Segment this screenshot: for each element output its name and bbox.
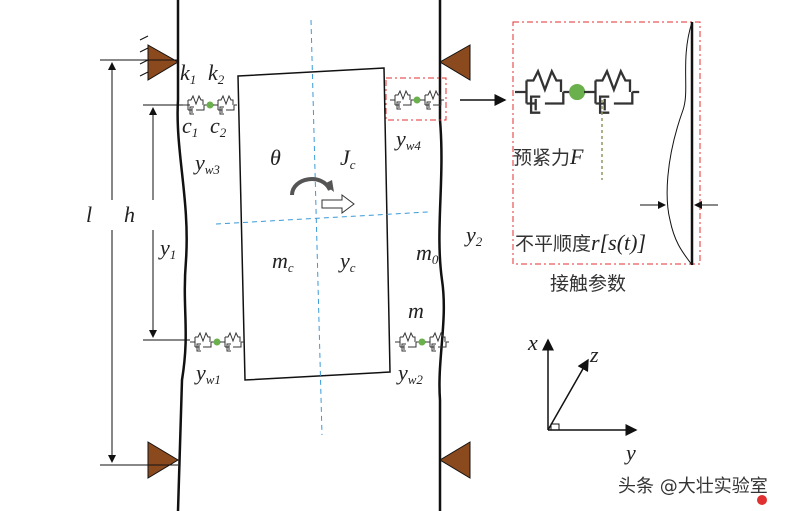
labels-k1_sub-label: 1 <box>190 72 197 87</box>
svg-text:k1: k1 <box>180 60 196 87</box>
svg-text:yw4: yw4 <box>394 126 421 153</box>
labels-k2_sub-label: 2 <box>218 72 225 87</box>
labels-m0-label: m <box>416 240 432 265</box>
labels-theta-label: θ <box>270 145 281 170</box>
svg-text:m0: m0 <box>416 240 439 267</box>
labels-c2-label: c <box>210 113 220 138</box>
svg-text:不平顺度r[s(t)]: 不平顺度r[s(t)] <box>515 230 646 255</box>
labels-axis_x-label: x <box>527 330 538 355</box>
labels-yw3-label: y <box>193 150 205 175</box>
left-rail <box>176 0 188 511</box>
suspension-top-right <box>390 91 444 109</box>
svg-text:k2: k2 <box>208 60 225 87</box>
labels-mc-label: m <box>272 248 288 273</box>
labels-yw4_sub-label: w4 <box>406 138 422 153</box>
labels-yc-label: y <box>338 248 350 273</box>
support-icons <box>139 35 471 479</box>
labels-l-label: l <box>86 202 92 227</box>
labels-y2-label: y <box>464 222 476 247</box>
svg-text:y2: y2 <box>464 222 483 249</box>
contact-detail-frame <box>512 21 701 265</box>
right-rail <box>438 0 446 511</box>
labels-yw1_sub-label: w1 <box>206 372 221 387</box>
svg-text:Jc: Jc <box>340 145 356 172</box>
svg-text:c1: c1 <box>182 113 198 140</box>
contact-roughness_sym-label: r[s(t)] <box>591 230 646 255</box>
suspension-bottom-left <box>190 333 244 351</box>
labels-mc_sub-label: c <box>288 260 294 275</box>
labels-yw2_sub-label: w2 <box>408 372 424 387</box>
center-lines <box>215 19 429 436</box>
labels-k1-label: k <box>180 60 191 85</box>
svg-text:yw2: yw2 <box>396 360 423 387</box>
svg-text:预紧力F: 预紧力F <box>513 144 584 169</box>
contact-preload-label: 预紧力 <box>513 147 570 169</box>
contact-preload_sym-label: F <box>569 144 584 169</box>
roughness-profile <box>666 21 693 266</box>
labels-Jc_sub-label: c <box>350 157 356 172</box>
contact-roughness-label: 不平顺度 <box>515 233 591 255</box>
suspension-top-left <box>183 96 237 114</box>
labels-m-label: m <box>408 298 424 323</box>
labels-Jc-label: J <box>340 145 351 170</box>
labels-h-label: h <box>124 202 135 227</box>
svg-text:c2: c2 <box>210 113 227 140</box>
coordinate-axes <box>542 338 638 436</box>
highlight-box <box>385 77 447 121</box>
labels-yw4-label: y <box>394 126 406 151</box>
svg-text:mc: mc <box>272 248 294 275</box>
svg-text:yw3: yw3 <box>193 150 220 177</box>
labels-c1-label: c <box>182 113 192 138</box>
translation-arrow-icon <box>321 194 355 214</box>
svg-text:y1: y1 <box>158 235 176 262</box>
labels-y1-label: y <box>158 235 170 260</box>
labels-c1_sub-label: 1 <box>192 125 199 140</box>
labels-k2-label: k <box>208 60 219 85</box>
labels-axis_z-label: z <box>589 342 599 367</box>
labels-m0_sub-label: 0 <box>432 252 439 267</box>
labels-y1_sub-label: 1 <box>170 247 177 262</box>
watermark-label: 头条 @大壮实验室 <box>618 476 768 497</box>
labels-yw1-label: y <box>194 360 206 385</box>
svg-text:yw1: yw1 <box>194 360 221 387</box>
labels-y2_sub-label: 2 <box>476 234 483 249</box>
labels-yw3_sub-label: w3 <box>205 162 221 177</box>
labels-yw2-label: y <box>396 360 408 385</box>
svg-text:yc: yc <box>338 248 356 275</box>
contact-title-label: 接触参数 <box>550 273 626 295</box>
car-body <box>237 67 391 381</box>
labels-yc_sub-label: c <box>350 260 356 275</box>
labels-axis_y-label: y <box>624 440 636 465</box>
labels-c2_sub-label: 2 <box>220 125 227 140</box>
